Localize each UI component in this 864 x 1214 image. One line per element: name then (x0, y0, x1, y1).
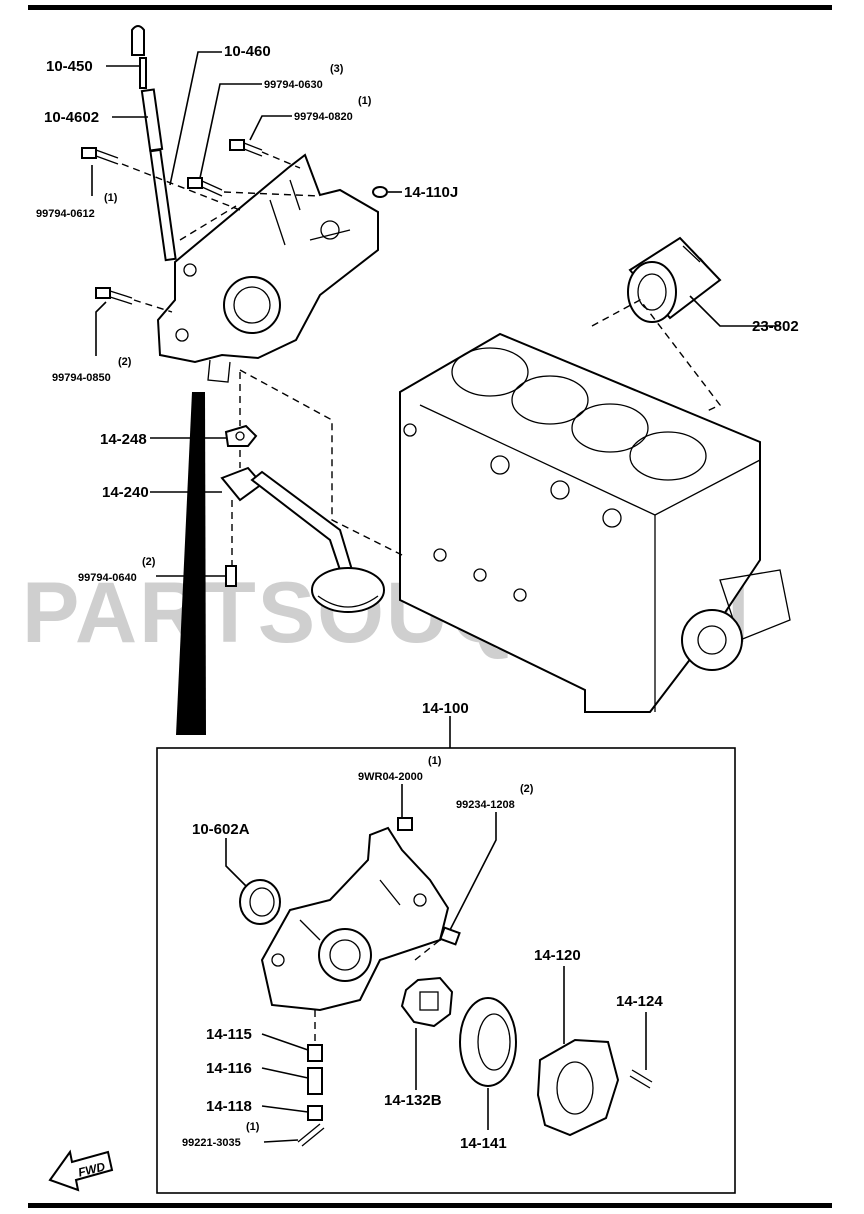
qty-99221-3035: (1) (246, 1121, 260, 1133)
cotter-pin-99221-3035 (297, 1123, 325, 1147)
label-10-4602: 10-4602 (44, 109, 99, 126)
screw-14-124 (629, 1069, 653, 1089)
qty-9wr04-2000: (1) (428, 755, 442, 767)
label-99794-0612: 99794-0612 (36, 208, 95, 220)
bolt-99794-0640 (225, 565, 237, 587)
label-14-120: 14-120 (534, 947, 581, 964)
qty-99794-0612: (1) (104, 192, 118, 204)
top-border-rule (28, 5, 832, 10)
gasket-14-248 (224, 424, 258, 447)
label-10-602a: 10-602A (192, 821, 250, 838)
section-divider-stroke (176, 392, 206, 735)
label-14-100: 14-100 (422, 700, 469, 717)
pin-99234-1208 (439, 926, 461, 946)
pump-cover-14-120 (536, 1038, 620, 1137)
label-14-248: 14-248 (100, 431, 147, 448)
label-99234-1208: 99234-1208 (456, 799, 515, 811)
relief-plug-14-118 (307, 1105, 323, 1121)
label-23-802: 23-802 (752, 318, 799, 335)
qty-99234-1208: (2) (520, 783, 534, 795)
engine-block (399, 332, 791, 713)
upper-oil-pump-housing (156, 153, 379, 383)
label-10-450: 10-450 (46, 58, 93, 75)
label-14-110j: 14-110J (404, 184, 458, 201)
relief-spring-14-116 (307, 1067, 323, 1095)
qty-99794-0630: (3) (330, 63, 344, 75)
bottom-border-rule (28, 1203, 832, 1208)
label-99794-0850: 99794-0850 (52, 372, 111, 384)
qty-99794-0640: (2) (142, 556, 156, 568)
qty-99794-0820: (1) (358, 95, 372, 107)
fwd-direction-arrow: FWD (48, 1149, 114, 1192)
label-99794-0820: 99794-0820 (294, 111, 353, 123)
label-14-132b: 14-132B (384, 1092, 442, 1109)
label-10-460: 10-460 (224, 43, 271, 60)
label-14-118: 14-118 (206, 1098, 252, 1115)
dipstick-10-450 (131, 25, 147, 89)
plug-9wr04-2000 (397, 817, 413, 831)
dipstick-guide-10-460 (149, 148, 177, 262)
label-99794-0640: 99794-0640 (78, 572, 137, 584)
bolt-99794-0820 (229, 139, 263, 157)
label-99794-0630: 99794-0630 (264, 79, 323, 91)
label-99221-3035: 99221-3035 (182, 1137, 241, 1149)
label-14-116: 14-116 (206, 1060, 252, 1077)
bolt-99794-0630 (187, 177, 223, 197)
label-14-115: 14-115 (206, 1026, 252, 1043)
oil-pump-kit-box (156, 747, 736, 1194)
label-9wr04-2000: 9WR04-2000 (358, 771, 423, 783)
outer-rotor-14-141 (459, 997, 517, 1087)
inner-gear-14-132b (400, 976, 454, 1028)
kit-oil-pump-body (260, 826, 450, 1012)
dipstick-tube-10-4602 (140, 88, 164, 152)
bolt-99794-0612 (81, 147, 119, 165)
label-14-124: 14-124 (616, 993, 663, 1010)
oil-seal-10-602a (239, 879, 281, 925)
label-14-141: 14-141 (460, 1135, 507, 1152)
oil-strainer-14-240 (220, 466, 385, 613)
o-ring-14-110j (372, 186, 388, 198)
qty-99794-0850: (2) (118, 356, 132, 368)
label-14-240: 14-240 (102, 484, 149, 501)
bolt-99794-0850 (95, 287, 133, 305)
relief-plunger-14-115 (307, 1044, 323, 1062)
oil-filter-23-802 (627, 236, 722, 323)
fwd-label: FWD (77, 1159, 107, 1179)
